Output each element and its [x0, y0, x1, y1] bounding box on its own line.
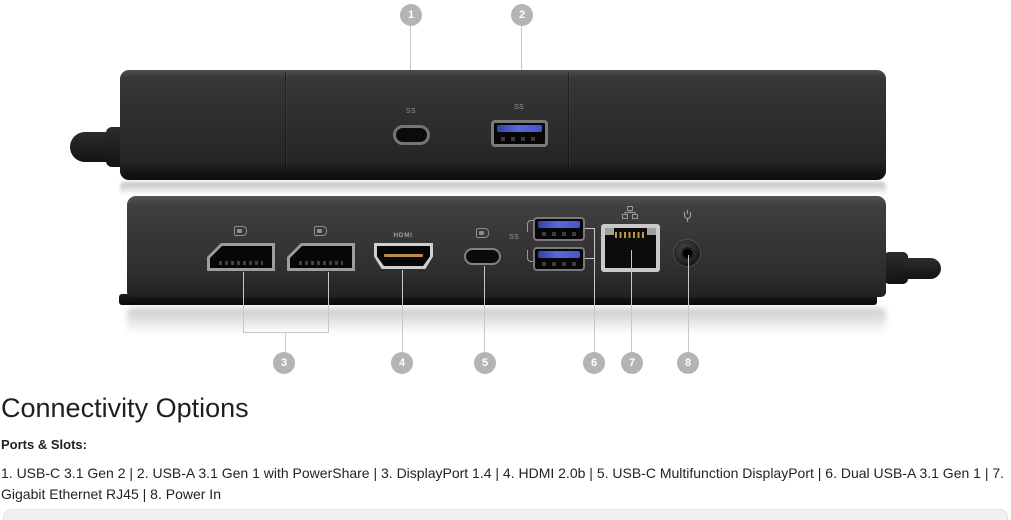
callout-line-3a — [243, 272, 244, 332]
power-in-port — [673, 239, 701, 267]
callout-1: 1 — [400, 4, 422, 26]
callout-line-8 — [688, 255, 689, 352]
callout-line-3b — [328, 272, 329, 332]
usb-a-blue-tab — [497, 125, 542, 132]
dock-reflection — [120, 182, 886, 195]
hdmi-label: HDMI — [393, 232, 413, 239]
hdmi-port — [374, 243, 433, 269]
displayport-logo-icon — [314, 226, 327, 236]
ethernet-latch-left — [605, 228, 614, 235]
usb-c-multifunction-port — [464, 248, 501, 265]
displayport-1 — [207, 243, 275, 271]
dock-cable-right — [903, 258, 941, 279]
callout-line-6c — [594, 228, 595, 352]
callout-line-3-bracket — [243, 332, 329, 333]
power-barrel-hole — [682, 248, 692, 258]
usb-a-port-rear-top — [533, 217, 585, 241]
usb-a-pins — [542, 262, 576, 266]
displayport-pins — [299, 261, 343, 265]
usb-superspeed-logo-icon: SS — [406, 108, 416, 115]
ethernet-network-icon — [622, 206, 638, 224]
usb-pair-bracket-top — [527, 220, 533, 232]
panel-seam — [285, 72, 286, 168]
usb-a-pins — [501, 137, 538, 141]
callout-line-6a — [585, 228, 594, 229]
usb-pair-bracket-bottom — [527, 250, 533, 262]
callout-3: 3 — [273, 352, 295, 374]
usb-a-blue-tab — [538, 221, 580, 228]
callout-line-6b — [585, 258, 594, 259]
ports-list-text: 1. USB-C 3.1 Gen 2 | 2. USB-A 3.1 Gen 1 … — [1, 465, 1005, 502]
dock-reflection — [127, 308, 886, 334]
usb-a-pins — [542, 232, 576, 236]
ethernet-port — [601, 224, 660, 272]
usb-superspeed-logo-icon: SS — [509, 234, 519, 241]
callout-7: 7 — [621, 352, 643, 374]
dock-base-foot — [119, 294, 877, 305]
power-in-icon — [682, 210, 693, 228]
ethernet-pins — [615, 232, 646, 238]
usb-superspeed-logo-icon: SS — [514, 104, 524, 111]
usb-a-blue-tab — [538, 251, 580, 258]
callout-line-7 — [631, 250, 632, 352]
section-heading: Connectivity Options — [1, 393, 249, 423]
displayport-logo-icon — [476, 228, 489, 238]
callout-2: 2 — [511, 4, 533, 26]
callout-6: 6 — [583, 352, 605, 374]
callout-5: 5 — [474, 352, 496, 374]
panel-seam — [568, 72, 569, 168]
callout-line-3c — [285, 332, 286, 352]
ports-slots-label: Ports & Slots: — [1, 437, 87, 452]
hdmi-pins — [384, 254, 423, 257]
displayport-logo-icon — [234, 226, 247, 236]
next-section-divider — [3, 509, 1008, 520]
displayport-pins — [219, 261, 263, 265]
callout-line-4 — [402, 270, 403, 352]
callout-line-2 — [521, 26, 522, 112]
usb-a-port-rear-bottom — [533, 247, 585, 271]
usb-a-port-front — [491, 120, 548, 147]
displayport-2 — [287, 243, 355, 271]
usb-c-port-front — [393, 125, 430, 145]
callout-8: 8 — [677, 352, 699, 374]
ethernet-latch-right — [647, 228, 656, 235]
callout-line-5 — [484, 266, 485, 352]
callout-4: 4 — [391, 352, 413, 374]
